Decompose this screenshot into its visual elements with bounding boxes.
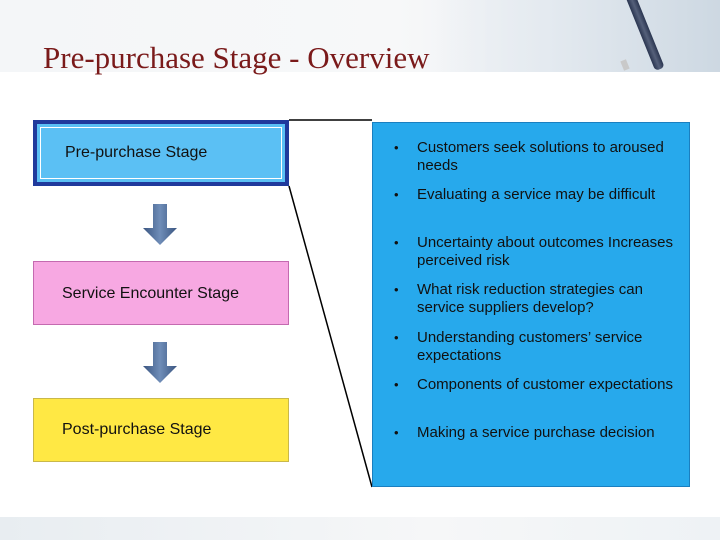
- stage-post-purchase-label: Post-purchase Stage: [62, 421, 212, 438]
- down-arrow-icon: [143, 342, 177, 383]
- stage-pre-purchase-label: Pre-purchase Stage: [65, 144, 208, 161]
- header-photo: [430, 0, 720, 72]
- bullet-text: Evaluating a service may be difficult: [417, 186, 656, 203]
- stage-service-encounter: Service Encounter Stage: [33, 261, 289, 325]
- slide-title: Pre-purchase Stage - Overview: [43, 40, 430, 75]
- bullet-text: Components of customer expectations: [417, 376, 673, 393]
- stage-pre-purchase-inner: [40, 127, 282, 179]
- down-arrow-icon: [143, 204, 177, 245]
- bullet-text: Uncertainty about outcomes Increases per…: [417, 234, 673, 269]
- bullet-dot: •: [394, 425, 399, 440]
- stage-pre-purchase: Pre-purchase Stage: [33, 120, 289, 186]
- detail-panel: • Customers seek solutions to aroused ne…: [372, 122, 690, 487]
- bullet-dot: •: [394, 187, 399, 202]
- bullet-text: What risk reduction strategies can servi…: [417, 281, 643, 316]
- bullet-text: Making a service purchase decision: [417, 424, 655, 441]
- bullet-text: Understanding customers’ service expecta…: [417, 329, 643, 364]
- bullet-dot: •: [394, 235, 399, 250]
- bullet-dot: •: [394, 330, 399, 345]
- footer-band: [0, 517, 720, 540]
- bullet-text: Customers seek solutions to aroused need…: [417, 139, 664, 174]
- stage-post-purchase: Post-purchase Stage: [33, 398, 289, 462]
- bullet-dot: •: [394, 140, 399, 155]
- stage-service-encounter-label: Service Encounter Stage: [62, 284, 239, 302]
- bullet-dot: •: [394, 377, 399, 392]
- bullet-dot: •: [394, 282, 399, 297]
- header-band: [0, 0, 720, 72]
